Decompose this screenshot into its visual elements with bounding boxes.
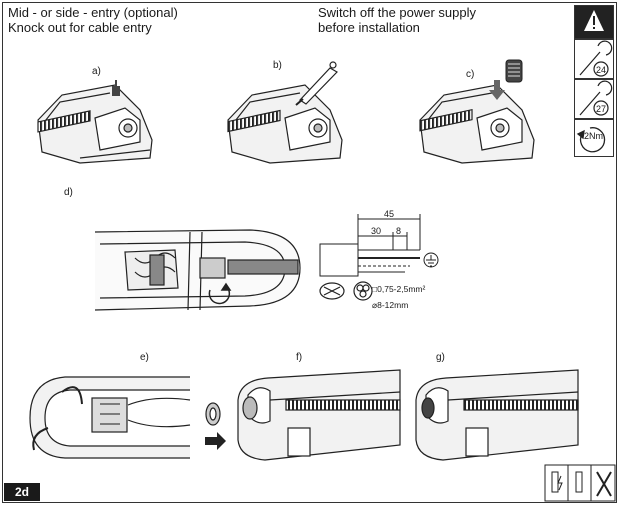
- luminaire-end-b: [227, 84, 343, 164]
- strip-length-sheath: 30: [371, 226, 382, 236]
- cable-diameter: ⌀8-12mm: [372, 300, 409, 310]
- strip-length-total: 45: [384, 209, 395, 219]
- luminaire-end-g: [415, 369, 579, 461]
- cross-section-icon: □: [372, 284, 378, 294]
- step-label-d: d): [64, 187, 73, 198]
- entry-title: Mid - or side - entry (optional): [8, 5, 178, 20]
- step-label-e: e): [140, 352, 149, 363]
- luminaire-end-c: [419, 84, 535, 164]
- insert-arrow-icon: [489, 80, 505, 100]
- diameter-icon: ⌀: [372, 300, 378, 310]
- wrench-icon: [579, 40, 613, 116]
- clip-arrow-icon: [32, 386, 83, 451]
- step-label-c: c): [466, 69, 475, 80]
- step-label-g: g): [436, 352, 445, 363]
- wrench-size-1: 24: [596, 65, 607, 75]
- cable-rotation-arrow-icon: [208, 282, 232, 305]
- power-warning-title: Switch off the power supply: [318, 5, 477, 20]
- luminaire-end-f: [237, 369, 401, 461]
- torque-icon: [576, 127, 606, 153]
- power-warning-note: before installation: [318, 20, 420, 35]
- step-label-f: f): [296, 352, 303, 363]
- strip-length-core: 8: [396, 226, 402, 236]
- push-arrow-icon: [205, 432, 226, 450]
- knockout-note: Knock out for cable entry: [8, 20, 152, 35]
- knockout-plug-icon: [112, 80, 120, 96]
- step-label-a: a): [92, 66, 101, 77]
- cable-gland-icon: [505, 59, 523, 83]
- step-label-b: b): [273, 60, 282, 71]
- ground-icon: [423, 252, 439, 268]
- wrench-size-2: 27: [596, 104, 607, 114]
- no-power-icon: [544, 464, 616, 502]
- screwdriver-icon: [295, 61, 338, 106]
- torque-value: 2Nm: [584, 131, 604, 141]
- cable-section-icons: [319, 281, 373, 301]
- warning-icon: [584, 10, 604, 31]
- gland-ring-icon: [205, 402, 221, 426]
- page-label: 2d: [4, 483, 40, 501]
- luminaire-end-e: [29, 376, 191, 459]
- luminaire-wiring-d: [94, 229, 301, 311]
- cable-strip-diagram: [319, 214, 421, 277]
- luminaire-end-a: [37, 84, 153, 164]
- wire-cross-section: □0,75-2,5mm²: [372, 284, 426, 294]
